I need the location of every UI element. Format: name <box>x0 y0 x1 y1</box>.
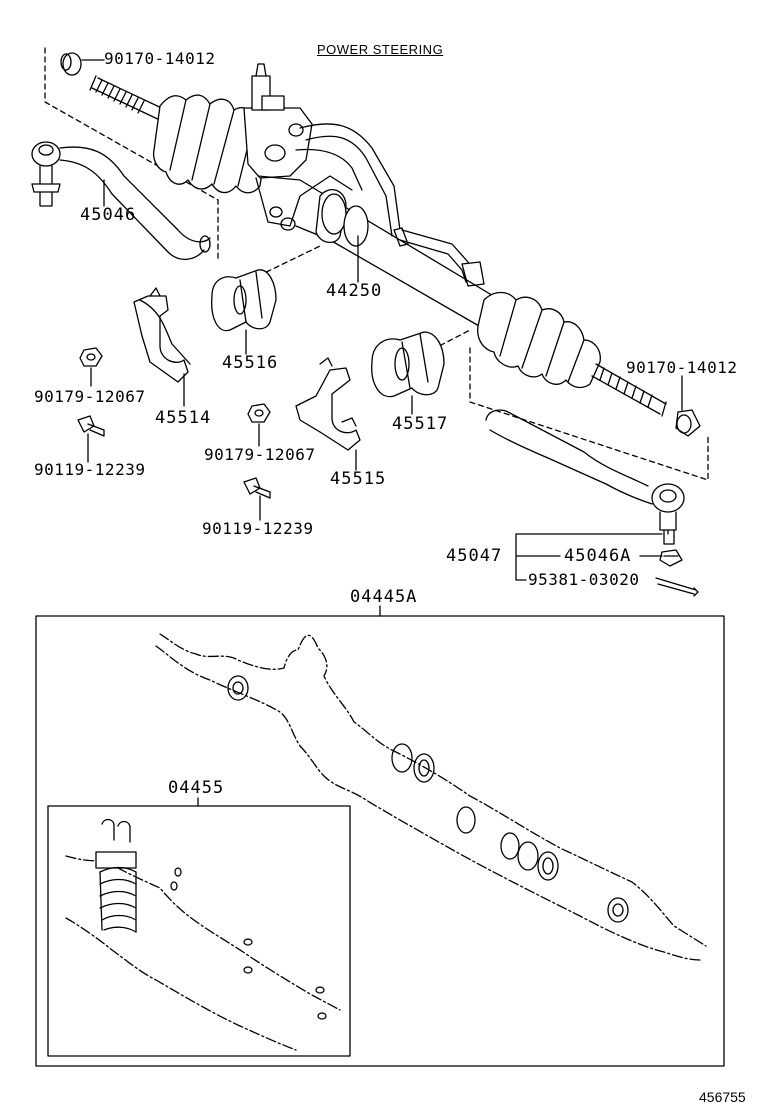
leader-45047 <box>516 530 668 580</box>
cotter-pin-part <box>656 578 698 596</box>
part-label-90119-12239-mid[interactable]: 90119-12239 <box>202 519 314 538</box>
nut-mid-part <box>248 404 270 422</box>
nut-left-part <box>80 348 102 366</box>
threaded-rod-right <box>592 364 666 416</box>
group-dash-left <box>45 48 218 262</box>
part-label-45514[interactable]: 45514 <box>155 408 212 428</box>
part-label-04455[interactable]: 04455 <box>168 778 225 798</box>
part-label-44250[interactable]: 44250 <box>326 281 383 301</box>
nut-top-part <box>61 53 81 75</box>
part-label-04445a[interactable]: 04445A <box>350 587 418 607</box>
bolt-left-part <box>78 416 104 436</box>
rack-housing <box>258 176 500 330</box>
part-label-90170-14012-right[interactable]: 90170-14012 <box>626 358 738 377</box>
cushion-right-part <box>372 332 444 397</box>
sub-kit-box <box>48 806 350 1056</box>
part-label-45515[interactable]: 45515 <box>330 469 387 489</box>
nut-right-part <box>676 410 700 436</box>
part-label-45047[interactable]: 45047 <box>446 546 503 566</box>
part-label-90119-12239-left[interactable]: 90119-12239 <box>34 460 146 479</box>
part-label-45046a[interactable]: 45046A <box>564 546 632 566</box>
sub-kit-spring <box>96 820 326 1020</box>
part-label-95381-03020[interactable]: 95381-03020 <box>528 570 640 589</box>
castle-nut-part <box>660 550 682 566</box>
part-label-45517[interactable]: 45517 <box>392 414 449 434</box>
figure-number: 456755 <box>699 1089 746 1105</box>
threaded-rod-left <box>90 76 170 122</box>
part-label-45046[interactable]: 45046 <box>80 205 137 225</box>
bracket-right-part <box>296 358 360 450</box>
tie-rod-right-part <box>486 410 684 544</box>
cushion-left-part <box>212 270 276 331</box>
tie-rod-left-part <box>32 142 210 259</box>
boot-left <box>154 95 267 193</box>
part-label-90170-14012-top[interactable]: 90170-14012 <box>104 49 216 68</box>
kit-housing-outline <box>156 634 706 960</box>
kit-seals <box>228 676 628 922</box>
gasket-kit-box <box>36 616 724 1066</box>
part-label-45516[interactable]: 45516 <box>222 353 279 373</box>
bracket-left-part <box>134 288 190 382</box>
bolt-mid-part <box>244 478 270 498</box>
diagram-title: POWER STEERING <box>317 42 444 57</box>
pinion-housing <box>244 64 352 230</box>
part-label-90179-12067-mid[interactable]: 90179-12067 <box>204 445 316 464</box>
part-label-90179-12067-left[interactable]: 90179-12067 <box>34 387 146 406</box>
boot-right <box>478 293 601 388</box>
group-dash-right <box>470 348 708 480</box>
